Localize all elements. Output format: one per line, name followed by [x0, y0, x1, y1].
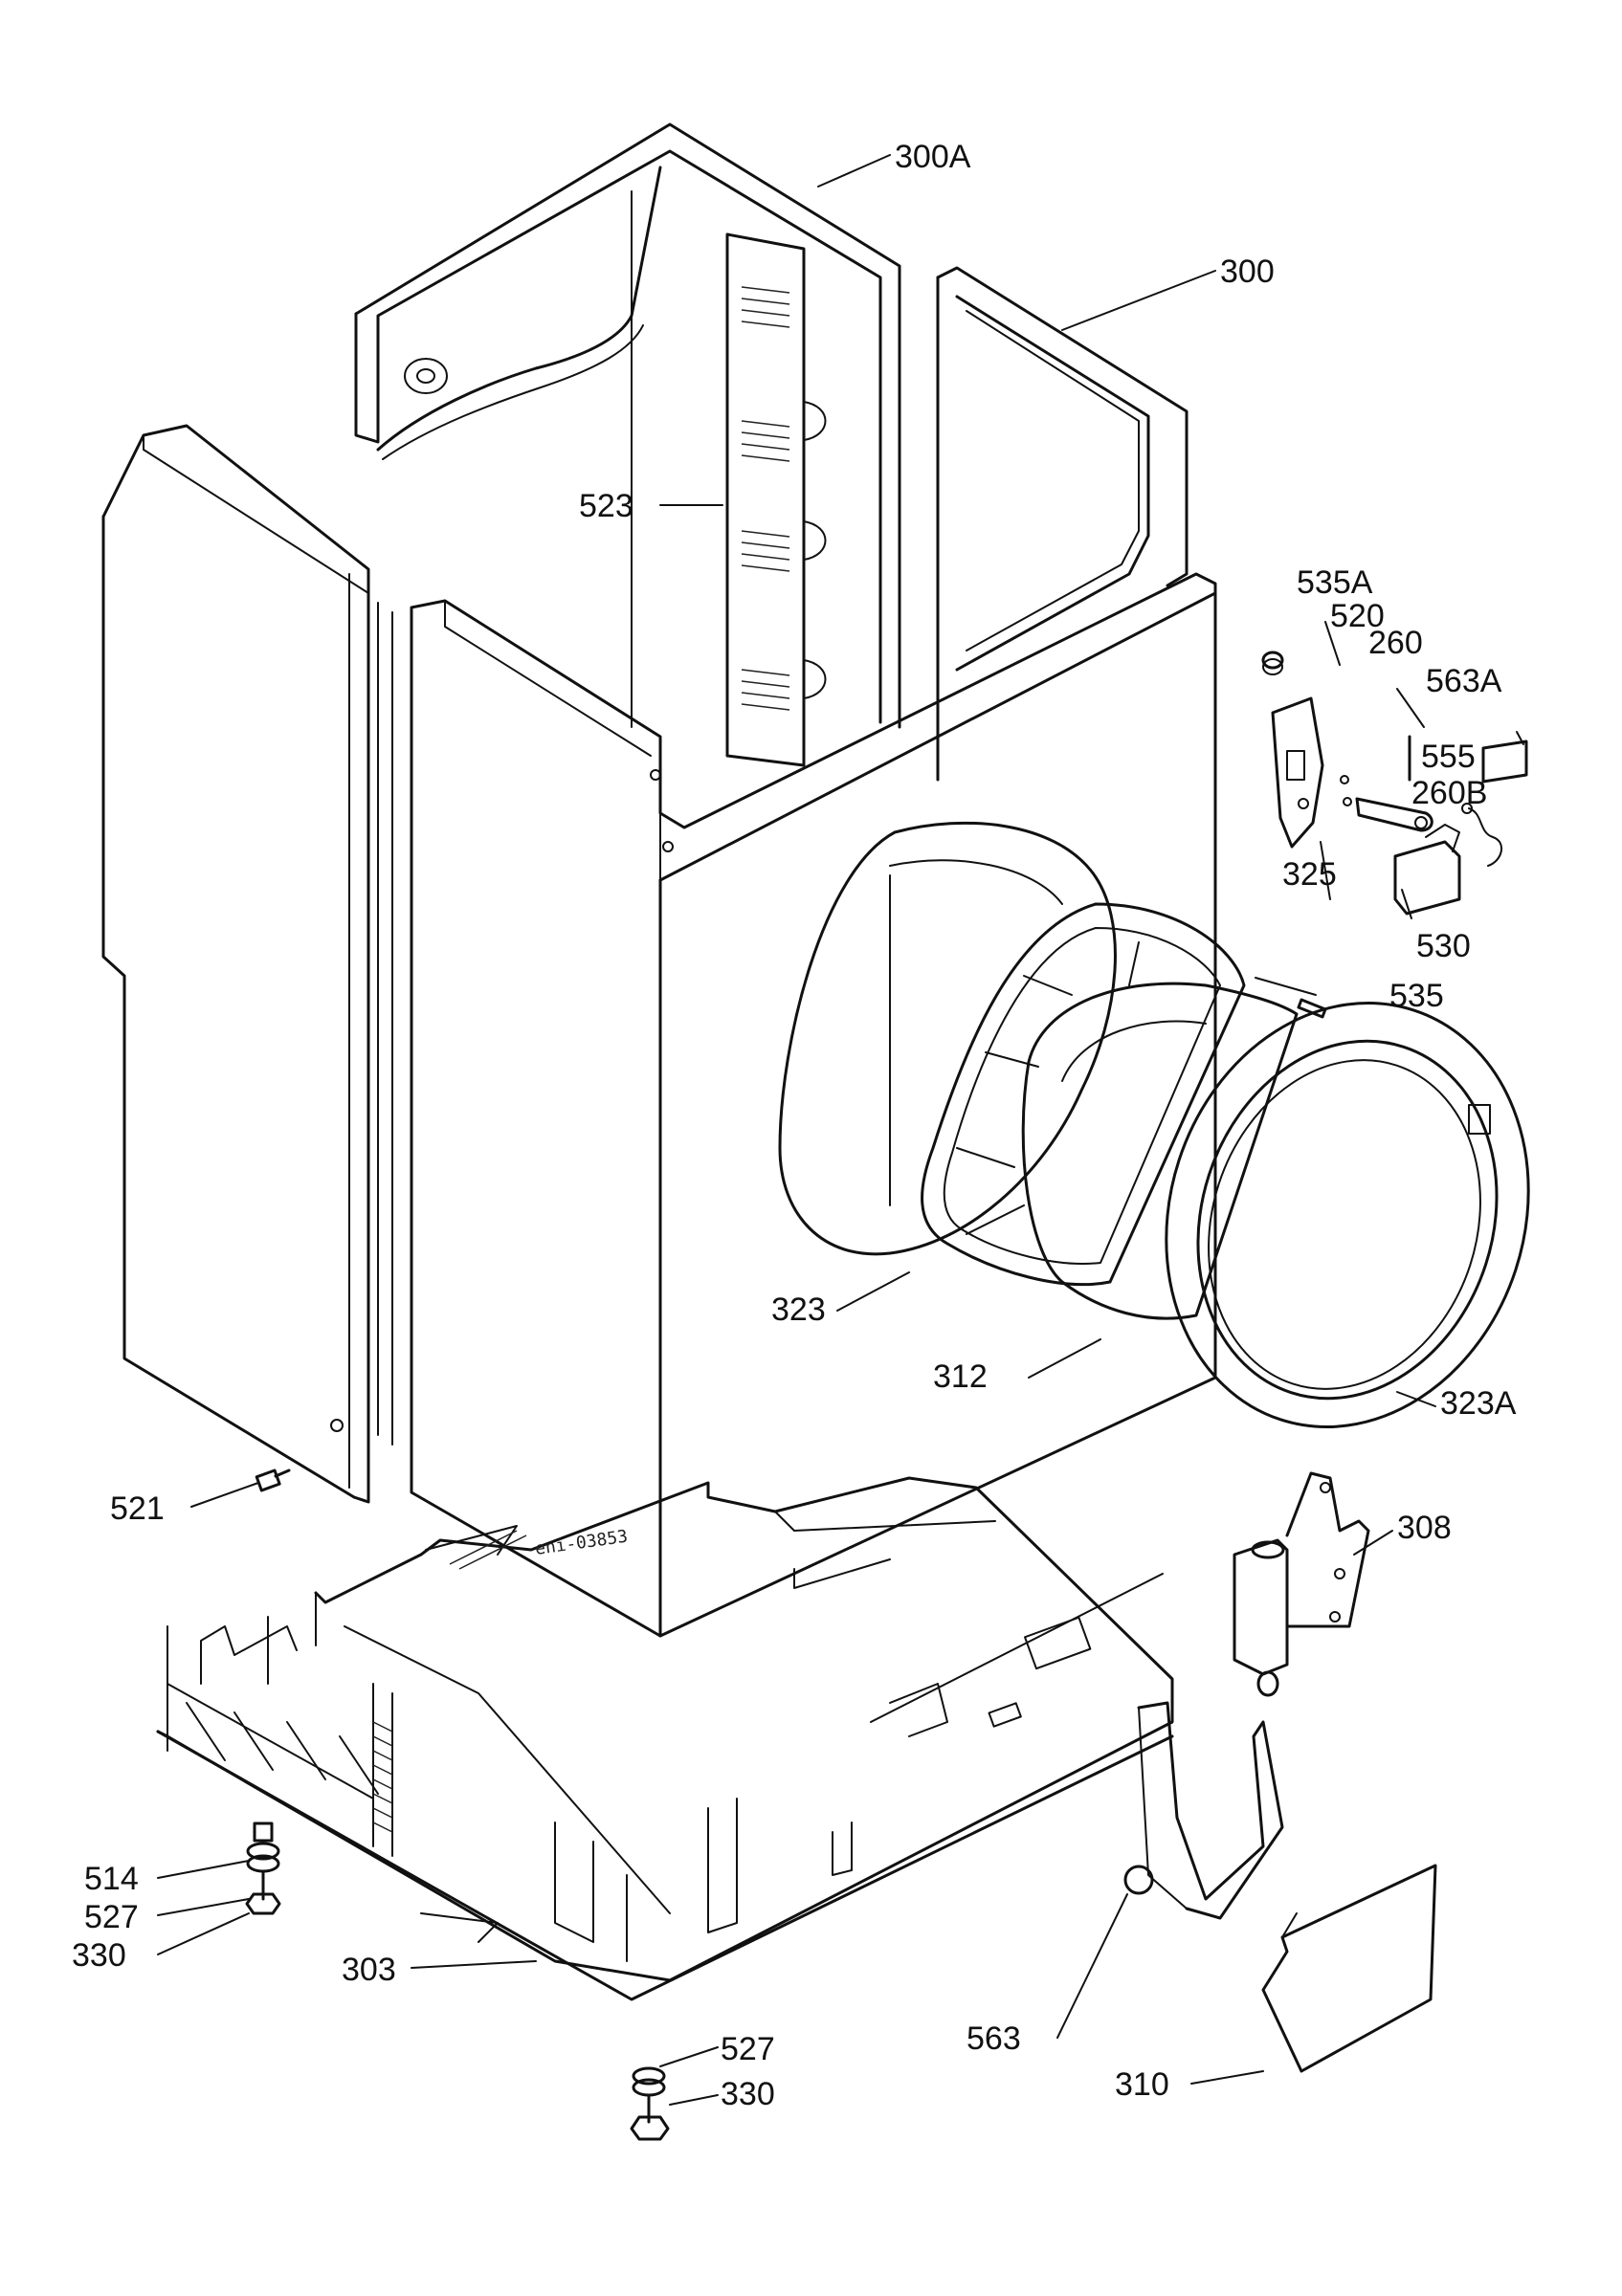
- label-312: 312: [933, 1358, 988, 1395]
- label-260: 260: [1368, 625, 1423, 661]
- label-535: 535: [1389, 978, 1444, 1014]
- label-330-center: 330: [721, 2076, 775, 2112]
- part-325-door-lever: [1355, 797, 1433, 832]
- base-ladder-hatch: [372, 1721, 393, 1833]
- foot-assembly-left: [245, 1821, 281, 1915]
- panel-louvres: [741, 286, 790, 711]
- label-308: 308: [1397, 1510, 1452, 1546]
- foot-assembly-center: [630, 2066, 670, 2141]
- part-labels: 300A 300 523 535A 520 260 563A 555 260B …: [72, 139, 1517, 2112]
- label-530: 530: [1416, 928, 1471, 964]
- label-330-left: 330: [72, 1937, 126, 1974]
- label-325: 325: [1282, 856, 1337, 893]
- label-303: 303: [342, 1952, 396, 1988]
- part-310-kick-cover: [1261, 1864, 1437, 2073]
- part-535-pin: [1297, 998, 1327, 1019]
- label-535A: 535A: [1297, 564, 1373, 601]
- part-308-door-hinge: [1233, 1471, 1370, 1697]
- part-535A-grommet: [1261, 651, 1284, 675]
- label-260B: 260B: [1411, 775, 1487, 811]
- label-300A: 300A: [895, 139, 971, 175]
- part-312-door-glass-bowl: [1021, 982, 1299, 1320]
- part-cabinet-front: [410, 572, 1217, 1638]
- label-527-center: 527: [721, 2031, 775, 2067]
- part-323A-door-outer-ring: [1165, 1002, 1530, 1428]
- part-303-base-frame: [156, 1476, 1174, 2001]
- label-514: 514: [84, 1861, 139, 1897]
- label-527-left: 527: [84, 1899, 139, 1935]
- part-523-rear-panel: [725, 232, 827, 767]
- ring-spokes: [956, 941, 1140, 1235]
- leader-lines: [157, 154, 1436, 2106]
- part-521-screw: [255, 1468, 291, 1492]
- part-260B-spring: [1461, 803, 1502, 867]
- part-260-screws: [1340, 775, 1352, 806]
- label-520: 520: [1330, 598, 1385, 634]
- base-rail-hatch: [449, 1530, 527, 1570]
- label-310: 310: [1115, 2066, 1169, 2103]
- part-left-side-panel: [101, 424, 393, 1504]
- label-523: 523: [579, 488, 633, 524]
- label-300: 300: [1220, 254, 1275, 290]
- label-563: 563: [967, 2020, 1021, 2057]
- part-520-door-catch-plate: [1271, 696, 1324, 849]
- label-323A: 323A: [1440, 1385, 1517, 1422]
- base-left-ribs: [167, 1683, 393, 1857]
- part-563-kick-frame: [1123, 1701, 1284, 1920]
- label-563A: 563A: [1426, 663, 1502, 699]
- label-555: 555: [1421, 739, 1476, 775]
- part-323-door-inner-ring: [921, 902, 1246, 1287]
- label-521: 521: [110, 1490, 165, 1527]
- part-300-side-frame: [936, 266, 1189, 782]
- part-555-clip: [1481, 731, 1528, 784]
- part-300A-rear-frame: [354, 122, 901, 729]
- part-530-lock-housing: [1393, 824, 1461, 916]
- label-323: 323: [771, 1292, 826, 1328]
